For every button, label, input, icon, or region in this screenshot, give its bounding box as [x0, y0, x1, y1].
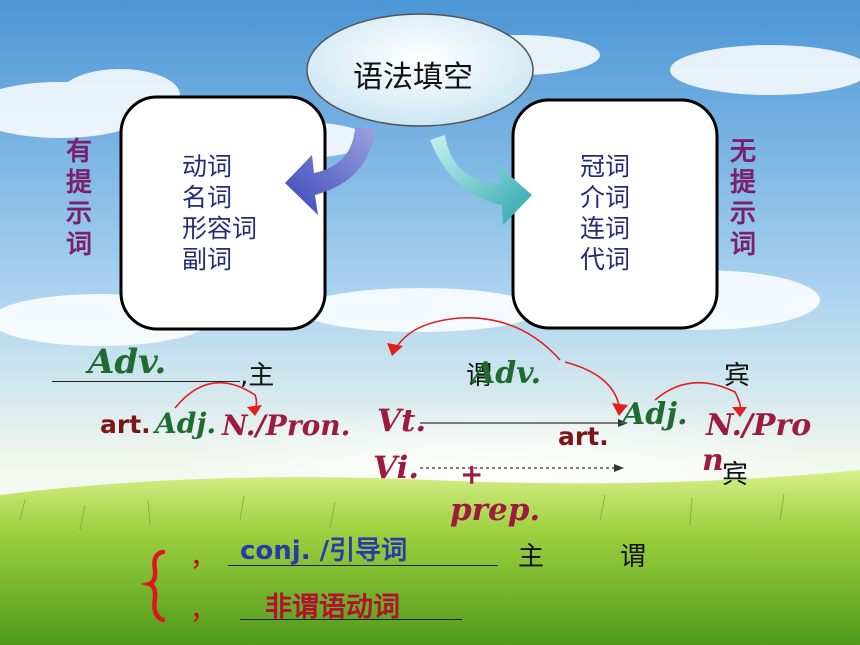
left-box-list: 动词 名词 形容词 副词	[182, 151, 257, 275]
subject-label: ,主	[240, 361, 275, 391]
list-item: 动词	[182, 152, 233, 181]
center-title: 语法填空	[353, 60, 473, 95]
list-item: 名词	[182, 183, 233, 212]
vi-label: Vi.	[373, 450, 420, 486]
comma-1: ，	[190, 543, 217, 573]
object-label: 宾	[724, 361, 751, 391]
n-pro-right-label: N./Pro	[706, 408, 812, 443]
list-item: 形容词	[182, 214, 258, 243]
object2-label: 宾	[722, 460, 749, 490]
vt-label: Vt.	[377, 403, 427, 439]
conj-blank-line	[228, 565, 498, 566]
plus-label: +	[460, 458, 484, 491]
red-brace	[140, 549, 166, 623]
list-item: 冠词	[580, 152, 631, 181]
adj-left-label: Adj.	[155, 407, 217, 440]
left-category-box	[119, 95, 327, 331]
right-branch-arrow	[430, 135, 532, 225]
right-side-label: 无 提 示 词	[729, 137, 756, 260]
n-pro-right-wrap: n	[702, 443, 724, 478]
nonfinite-label: 非谓语动词	[265, 592, 400, 623]
n-pron-left-label: N./Pron.	[222, 409, 351, 442]
adv-mid-label: Adv.	[472, 356, 542, 391]
prep-label: prep.	[450, 492, 541, 528]
left-branch-arrow	[285, 128, 375, 215]
nonfinite-blank-line	[240, 619, 462, 620]
list-item: 副词	[182, 245, 233, 274]
list-item: 代词	[580, 245, 631, 274]
conj-label: conj. /引导词	[240, 536, 408, 566]
list-item: 连词	[580, 214, 631, 243]
right-box-list: 冠词 介词 连词 代词	[580, 151, 630, 275]
art-left-label: art.	[100, 410, 151, 439]
subject-bottom-label: 主	[518, 542, 545, 572]
adj-right-label: Adj.	[622, 397, 688, 432]
center-ellipse	[306, 13, 534, 127]
comma-2: ，	[190, 596, 217, 626]
adv-blank-line	[52, 381, 240, 382]
predicate-bottom-label: 谓	[620, 542, 647, 572]
art-right-label: art.	[558, 422, 609, 451]
list-item: 介词	[580, 183, 631, 212]
left-side-label: 有 提 示 词	[65, 137, 92, 260]
predicate-label: 谓	[466, 361, 493, 391]
adv-label: Adv.	[88, 342, 167, 382]
